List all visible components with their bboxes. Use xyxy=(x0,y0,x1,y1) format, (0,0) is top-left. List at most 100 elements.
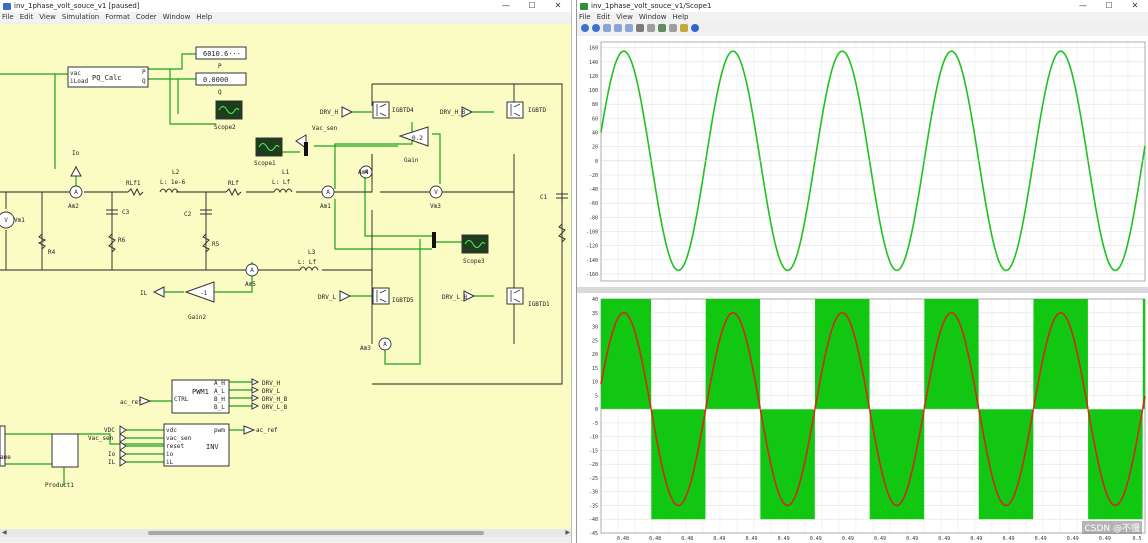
y-tick-label: -40 xyxy=(589,517,598,523)
scope-menu-edit[interactable]: Edit xyxy=(596,13,611,21)
menu-file[interactable]: File xyxy=(2,13,14,21)
menu-coder[interactable]: Coder xyxy=(135,13,157,21)
inv-port-vac-sen: vac_sen xyxy=(166,435,192,442)
y-tick-label: 0 xyxy=(595,159,598,165)
pq-calc-block[interactable] xyxy=(67,66,149,88)
gain-block[interactable] xyxy=(398,126,429,147)
export-icon[interactable] xyxy=(658,23,666,32)
x-tick-label: 0.48 xyxy=(649,536,661,542)
x-tick-label: 0.49 xyxy=(713,536,725,542)
forward-icon[interactable] xyxy=(592,23,600,32)
ammeter-am5[interactable] xyxy=(245,263,259,277)
inv-block[interactable] xyxy=(163,423,230,467)
pq-port-vac: vac xyxy=(70,70,81,77)
x-tick-label: 0.49 xyxy=(906,536,918,542)
voltmeter-vm1[interactable] xyxy=(0,211,15,229)
scope-titlebar: inv_1phase_volt_souce_v1/Scope1 — ☐ ✕ xyxy=(577,0,1148,12)
scope-menu-view[interactable]: View xyxy=(616,13,633,21)
x-tick-label: 0.48 xyxy=(617,536,629,542)
svg-text:V: V xyxy=(4,217,8,224)
x-tick-label: 0.49 xyxy=(842,536,854,542)
y-tick-label: 20 xyxy=(592,145,598,151)
x-tick-label: 0.49 xyxy=(778,536,790,542)
scope-menu-help[interactable]: Help xyxy=(672,13,689,21)
ammeter-am1[interactable] xyxy=(321,185,335,199)
ac-ref-input-tag: ac_ref xyxy=(120,399,142,406)
ammeter-am4[interactable] xyxy=(359,165,373,179)
scope-menu-file[interactable]: File xyxy=(579,13,591,21)
sine-trace xyxy=(600,50,1146,272)
rlf1-label: RLf1 xyxy=(126,180,141,187)
x-tick-label: 0.49 xyxy=(938,536,950,542)
scroll-left-icon[interactable]: ◀ xyxy=(2,529,7,536)
y-tick-label: 15 xyxy=(592,366,598,372)
svg-text:A: A xyxy=(364,169,368,176)
r5-label: R5 xyxy=(212,241,220,248)
menu-edit[interactable]: Edit xyxy=(19,13,34,21)
inv-tag-io: Io xyxy=(108,451,116,458)
zoom-y-icon[interactable] xyxy=(625,23,633,32)
scope-menu-window[interactable]: Window xyxy=(638,13,667,21)
menu-format[interactable]: Format xyxy=(105,13,130,21)
scroll-right-icon[interactable]: ▶ xyxy=(565,529,570,536)
cursor-icon[interactable] xyxy=(636,23,644,32)
menu-simulation[interactable]: Simulation xyxy=(61,13,100,21)
settings-icon[interactable] xyxy=(680,23,688,32)
watermark: CSDN @不慢 xyxy=(1082,521,1142,534)
am1-label: Am1 xyxy=(320,203,331,210)
r6-label: R6 xyxy=(118,237,126,244)
close-button[interactable]: ✕ xyxy=(554,1,562,10)
y-tick-label: 10 xyxy=(592,380,598,386)
scope-close-button[interactable]: ✕ xyxy=(1131,1,1139,10)
y-tick-label: -160 xyxy=(586,272,598,278)
copy-icon[interactable] xyxy=(669,23,677,32)
ac-ref-output-tag: ac_ref xyxy=(256,427,278,434)
y-tick-label: -40 xyxy=(589,187,598,193)
y-tick-label: 5 xyxy=(595,393,598,399)
layout-icon[interactable] xyxy=(647,23,655,32)
q-display-value: 0.0000 xyxy=(203,76,228,84)
drv-l-tag: DRV_L xyxy=(318,294,336,301)
help-icon[interactable] xyxy=(691,23,699,32)
scrollbar-thumb[interactable] xyxy=(148,531,484,535)
ammeter-am2[interactable] xyxy=(69,185,83,199)
plot-frame xyxy=(600,41,1146,282)
pwm1-block[interactable] xyxy=(171,379,230,414)
product1-block[interactable] xyxy=(51,433,79,468)
igbtd1-label: IGBTD1 xyxy=(528,301,550,308)
menu-view[interactable]: View xyxy=(39,13,56,21)
igbtd5-label: IGBTD5 xyxy=(392,297,414,304)
x-tick-label: 0.49 xyxy=(810,536,822,542)
l3-label: L3 xyxy=(308,249,316,256)
scope-minimize-button[interactable]: — xyxy=(1079,1,1087,10)
maximize-button[interactable]: ☐ xyxy=(528,1,536,10)
r4-label: R4 xyxy=(48,249,56,256)
ammeter-am3[interactable] xyxy=(378,337,392,351)
gain2-block[interactable] xyxy=(184,281,215,303)
zoom-icon[interactable] xyxy=(603,23,611,32)
menu-help[interactable]: Help xyxy=(196,13,213,21)
l1-label: L1 xyxy=(282,169,290,176)
simulation-window: inv_1phase_volt_souce_v1 [paused] — ☐ ✕ … xyxy=(0,0,572,543)
plot-splitter[interactable] xyxy=(577,287,1148,293)
menu-window[interactable]: Window xyxy=(162,13,191,21)
back-icon[interactable] xyxy=(581,23,589,32)
y-tick-label: 30 xyxy=(592,325,598,331)
plot-bottom-svg: 4035302520151050-5-10-15-20-25-30-35-40-… xyxy=(589,297,1146,542)
am2-label: Am2 xyxy=(68,203,79,210)
vm1-label: Vm1 xyxy=(14,217,25,224)
gain-label: Gain xyxy=(404,157,419,164)
horizontal-scrollbar[interactable]: ◀ ▶ xyxy=(0,529,571,537)
scope-icons xyxy=(215,100,489,254)
voltmeter-vm3[interactable] xyxy=(429,185,443,199)
y-tick-label: -140 xyxy=(586,258,598,264)
zoom-x-icon[interactable] xyxy=(614,23,622,32)
igbtd4-label: IGBTD4 xyxy=(392,107,414,114)
drv-h-tag: DRV_H xyxy=(320,109,338,116)
scope-maximize-button[interactable]: ☐ xyxy=(1105,1,1113,10)
minimize-button[interactable]: — xyxy=(502,1,510,10)
